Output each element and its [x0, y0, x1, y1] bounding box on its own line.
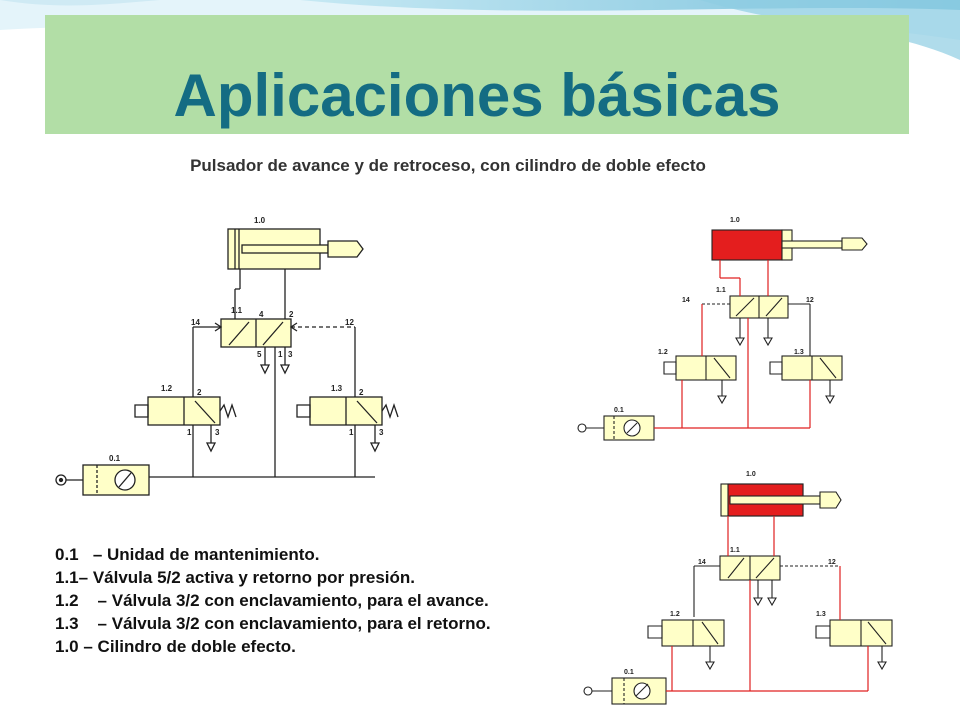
legend-code: 1.0	[55, 637, 79, 656]
label-port-5: 5	[257, 350, 262, 359]
legend-code: 1.3	[55, 614, 79, 633]
label-port-14: 14	[698, 559, 706, 566]
legend-item: 1.3 – Válvula 3/2 con enclavamiento, par…	[55, 612, 587, 635]
legend-item: 1.0 – Cilindro de doble efecto.	[55, 635, 587, 658]
circuit-diagram-advance: 1.0 1.1 1.2 1.3 0.1 14 12	[570, 208, 880, 443]
label-valve-advance: 1.2	[670, 611, 680, 618]
label-port-1: 1	[349, 428, 354, 437]
circuit-diagram-return: 1.0 1.1 1.2 1.3 0.1 14 12	[578, 462, 906, 720]
legend-code: 1.1	[55, 568, 79, 587]
label-port-2: 2	[359, 388, 364, 397]
label-port-3: 3	[215, 428, 220, 437]
label-port-3: 3	[288, 350, 293, 359]
label-cylinder: 1.0	[254, 216, 266, 225]
label-service-unit: 0.1	[624, 669, 634, 676]
label-valve-advance: 1.2	[161, 384, 173, 393]
label-main-valve: 1.1	[716, 287, 726, 294]
label-port-4: 4	[259, 310, 264, 319]
legend-text: – Cilindro de doble efecto.	[83, 637, 296, 656]
label-port-12: 12	[828, 559, 836, 566]
label-port-1: 1	[187, 428, 192, 437]
label-valve-advance: 1.2	[658, 349, 668, 356]
label-port-1: 1	[278, 350, 283, 359]
label-port-12: 12	[806, 297, 814, 304]
component-legend: 0.1 – Unidad de mantenimiento. 1.1– Válv…	[55, 543, 587, 658]
label-port-2: 2	[289, 310, 294, 319]
label-valve-return: 1.3	[331, 384, 343, 393]
title-banner: Aplicaciones básicas	[45, 15, 909, 134]
label-port-14: 14	[191, 318, 200, 327]
label-valve-return: 1.3	[816, 611, 826, 618]
label-main-valve: 1.1	[730, 547, 740, 554]
legend-text: – Válvula 3/2 con enclavamiento, para el…	[97, 591, 489, 610]
label-cylinder: 1.0	[746, 471, 756, 478]
page-subtitle: Pulsador de avance y de retroceso, con c…	[190, 156, 706, 175]
legend-item: 1.2 – Válvula 3/2 con enclavamiento, par…	[55, 589, 587, 612]
label-port-14: 14	[682, 297, 690, 304]
label-main-valve: 1.1	[231, 306, 243, 315]
legend-item: 0.1 – Unidad de mantenimiento.	[55, 543, 587, 566]
legend-text: – Unidad de mantenimiento.	[92, 545, 320, 564]
legend-item: 1.1– Válvula 5/2 activa y retorno por pr…	[55, 566, 587, 589]
circuit-diagram-advance-svg: 1.0 1.1 1.2 1.3 0.1 14 12	[577, 217, 868, 441]
legend-code: 1.2	[55, 591, 79, 610]
page-title: Aplicaciones básicas	[173, 62, 781, 129]
label-port-3: 3	[379, 428, 384, 437]
circuit-diagram-return-svg: 1.0 1.1 1.2 1.3 0.1 14 12	[583, 471, 893, 705]
legend-text: – Válvula 5/2 activa y retorno por presi…	[78, 568, 415, 587]
cylinder-body-active	[711, 229, 783, 261]
label-port-12: 12	[345, 318, 354, 327]
legend-text: – Válvula 3/2 con enclavamiento, para el…	[97, 614, 491, 633]
label-service-unit: 0.1	[614, 407, 624, 414]
circuit-diagram-rest-svg: 1.0 1.1 1.2 1.3 0.1 14 12 4 2 5 1 3 2 1 …	[55, 216, 399, 496]
circuit-diagram-rest: 1.0 1.1 1.2 1.3 0.1 14 12 4 2 5 1 3 2 1 …	[45, 207, 420, 507]
label-port-2: 2	[197, 388, 202, 397]
label-cylinder: 1.0	[730, 217, 740, 224]
legend-code: 0.1	[55, 545, 79, 564]
label-service-unit: 0.1	[109, 454, 121, 463]
label-valve-return: 1.3	[794, 349, 804, 356]
